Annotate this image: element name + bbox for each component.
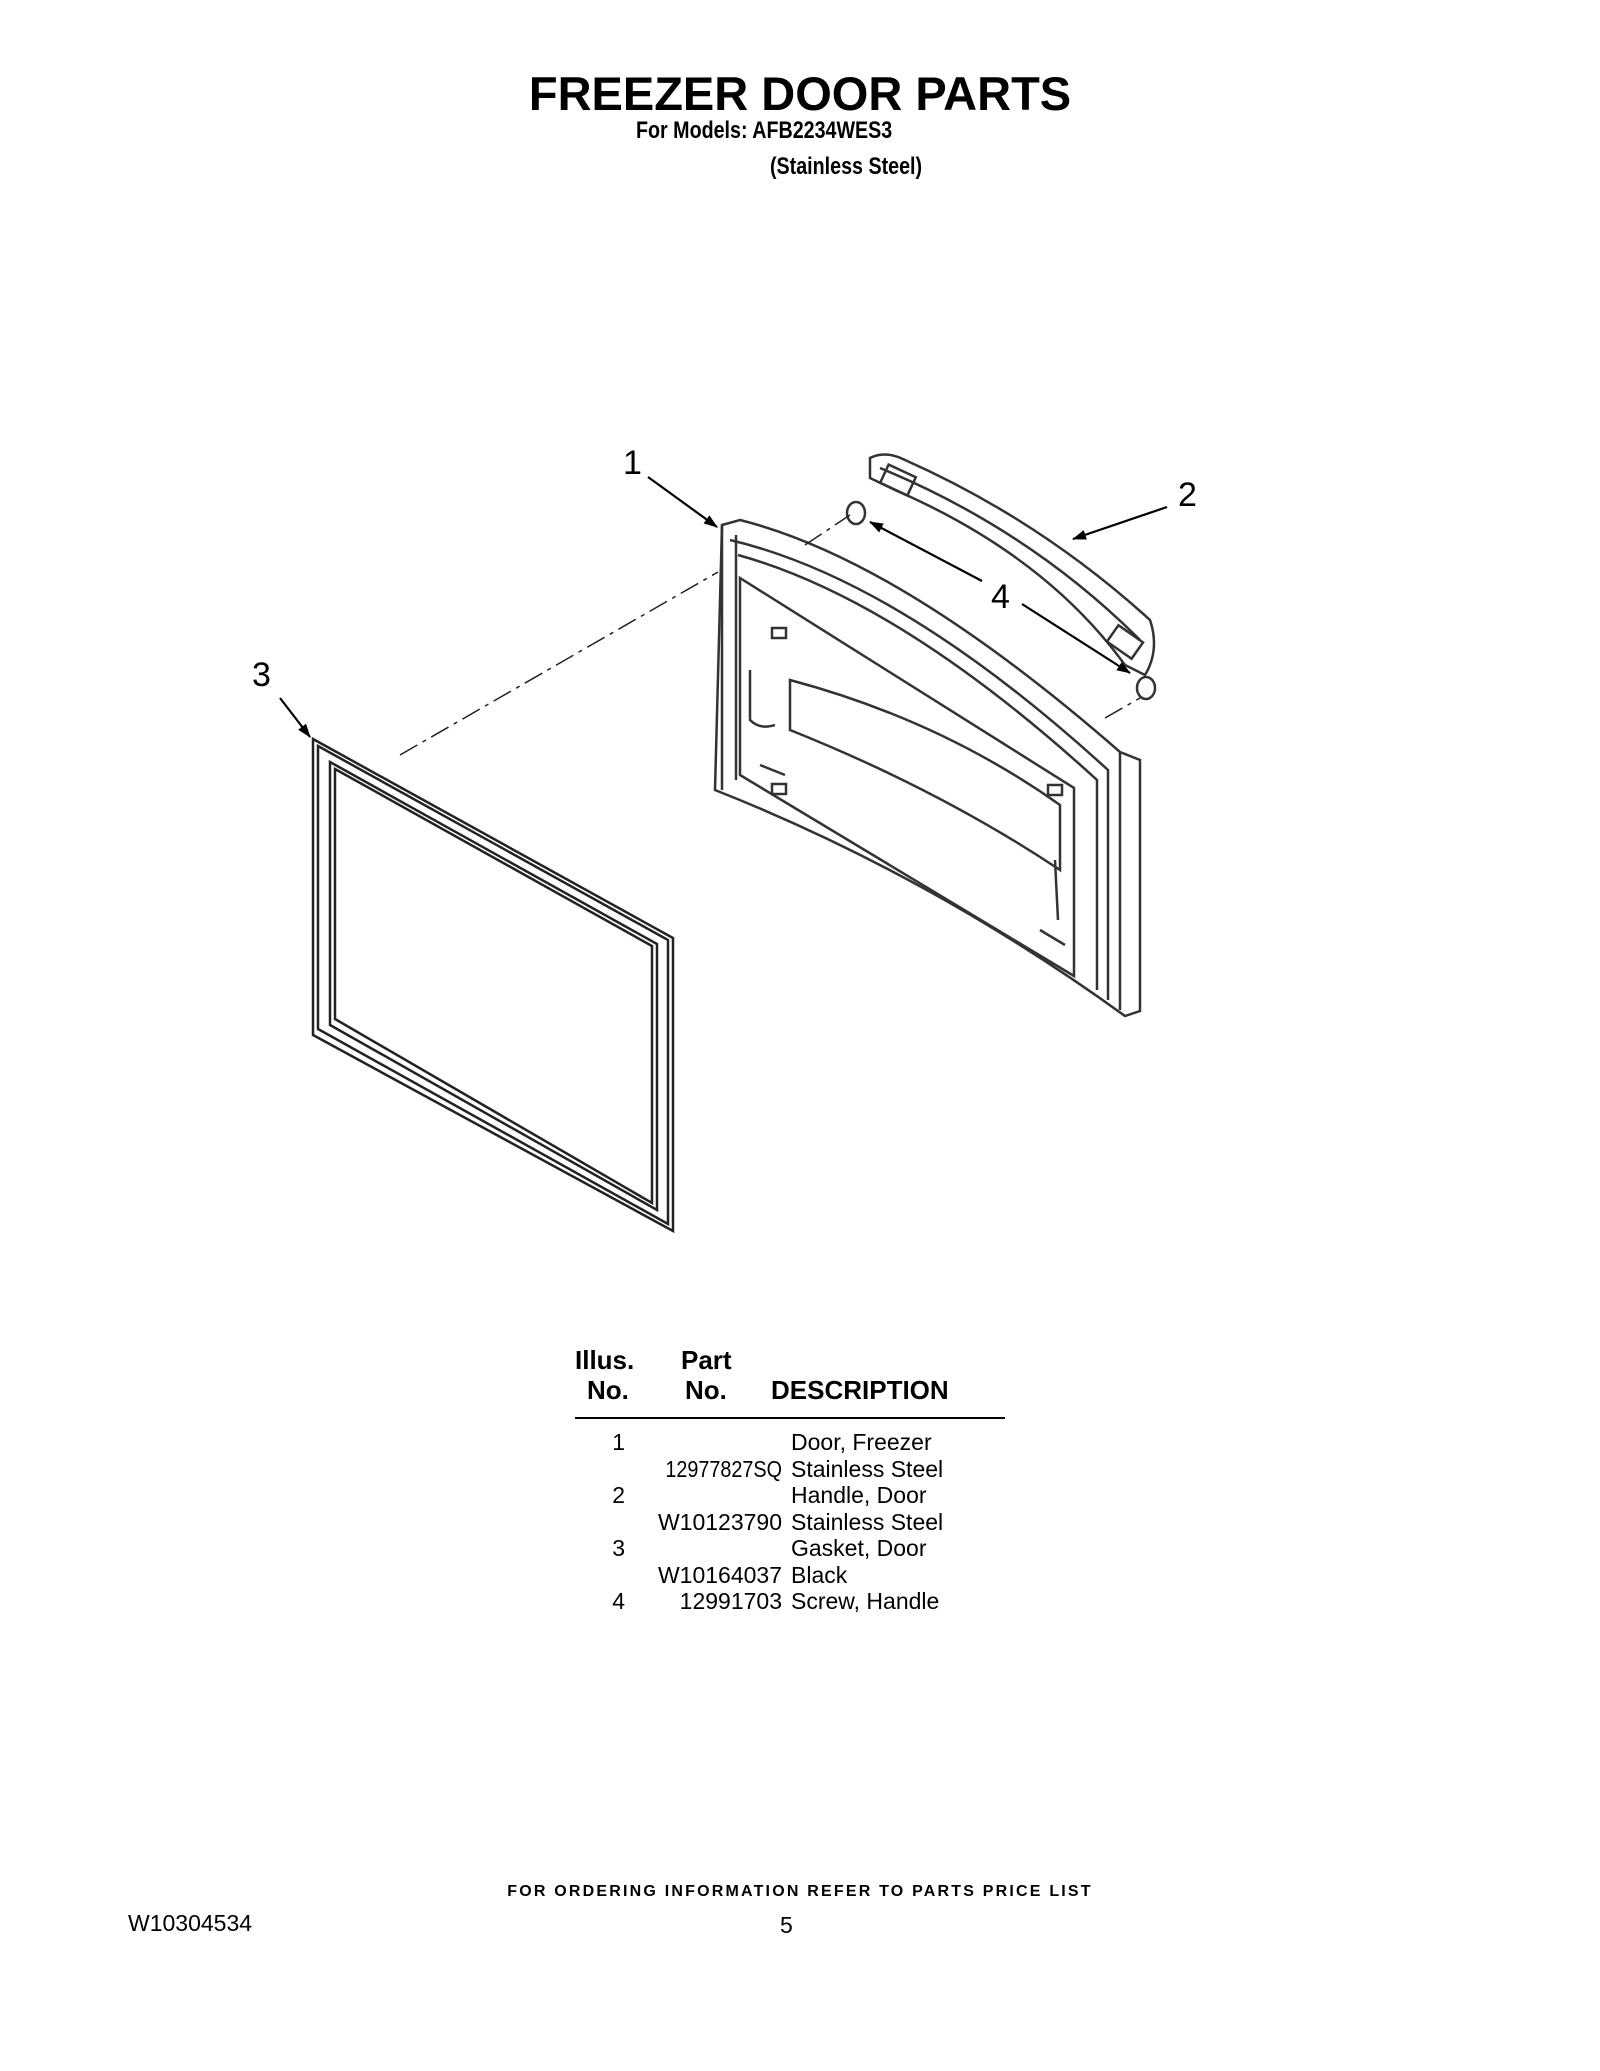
header-illus-line1: Illus. — [575, 1345, 635, 1375]
ordering-note: FOR ORDERING INFORMATION REFER TO PARTS … — [507, 1883, 1093, 1900]
description: Black — [791, 1561, 848, 1588]
part-no: W10164037 — [657, 1561, 782, 1588]
table-row: 4 12991703 Screw, Handle — [575, 1588, 1015, 1615]
table-row: 3 Gasket, Door — [575, 1535, 1015, 1562]
part-no: 12977827SQ — [665, 1455, 782, 1482]
models-line: For Models: AFB2234WES3 — [636, 117, 893, 144]
document-number: W10304534 — [128, 1910, 253, 1936]
illus-no: 1 — [612, 1429, 625, 1455]
door-gasket — [311, 736, 675, 1234]
description: Door, Freezer — [791, 1429, 932, 1455]
callout-2: 2 — [1178, 476, 1197, 514]
illus-no: 2 — [612, 1482, 625, 1508]
header-part-line1: Part — [681, 1345, 732, 1375]
description: Screw, Handle — [791, 1588, 940, 1614]
description: Stainless Steel — [791, 1508, 944, 1535]
table-row: W10164037 Black — [575, 1562, 1015, 1589]
leader-arrows — [279, 476, 1168, 738]
exploded-parts-diagram: 1 2 3 4 — [252, 444, 1197, 1234]
header-illus-line2: No. — [587, 1375, 629, 1405]
door-handle — [868, 453, 1156, 677]
table-row: 2 Handle, Door — [575, 1482, 1015, 1509]
page-title: FREEZER DOOR PARTS — [528, 67, 1072, 120]
illus-no: 3 — [612, 1535, 625, 1561]
freezer-door — [713, 518, 1142, 1018]
description: Gasket, Door — [791, 1535, 927, 1561]
callout-3: 3 — [252, 656, 271, 694]
header-part-line2: No. — [685, 1375, 727, 1405]
parts-rows: 1 Door, Freezer 12977827SQ Stainless Ste… — [575, 1429, 1015, 1615]
callout-4: 4 — [991, 578, 1010, 616]
variant-line: (Stainless Steel) — [770, 153, 923, 180]
part-no: W10123790 — [657, 1508, 782, 1535]
assembly-lines — [399, 514, 1141, 756]
table-row: 1 Door, Freezer — [575, 1429, 1015, 1456]
part-no: 12991703 — [679, 1588, 782, 1614]
page-number: 5 — [780, 1912, 793, 1938]
table-row: 12977827SQ Stainless Steel — [575, 1456, 1015, 1483]
illus-no: 4 — [612, 1588, 625, 1614]
header-rule — [575, 1417, 1005, 1419]
handle-screws — [845, 500, 1157, 701]
header-description: DESCRIPTION — [771, 1375, 949, 1405]
description: Handle, Door — [791, 1482, 927, 1508]
table-row: W10123790 Stainless Steel — [575, 1509, 1015, 1536]
description: Stainless Steel — [791, 1455, 944, 1482]
callout-1: 1 — [623, 444, 642, 482]
